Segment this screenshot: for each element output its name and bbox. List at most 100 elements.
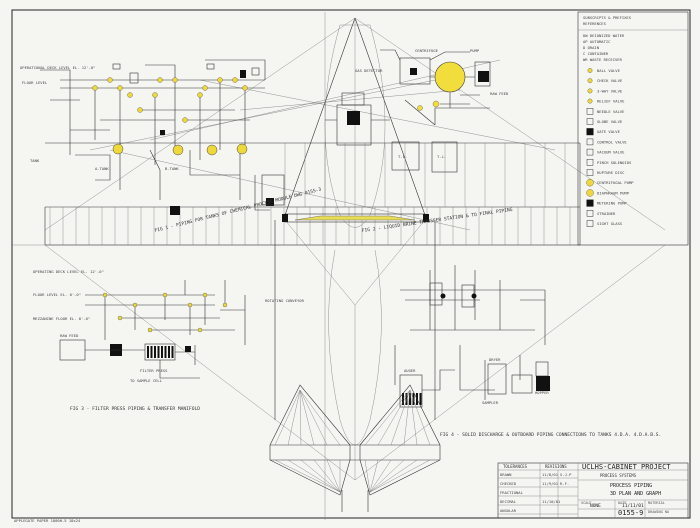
legend-intro-line: C CONTAINER	[583, 51, 609, 56]
auger-plate	[412, 393, 415, 405]
sampler-block	[347, 111, 360, 125]
fig3-piping	[59, 280, 246, 379]
raw-feed-label-2: RAW FEED	[60, 333, 79, 338]
valve-icon	[202, 85, 208, 91]
title-row-key: CHECKED	[500, 481, 517, 486]
valve-icon	[172, 77, 178, 83]
filter-plate	[154, 346, 156, 358]
title-row-date: 11/10/01	[542, 499, 561, 504]
legend-item: CONTROL VALVE	[586, 138, 627, 146]
pump-icon	[236, 143, 248, 155]
legend-intro-line: DW DEIONIZED WATER	[583, 33, 625, 38]
gas-detector-label: GAS DETECTOR	[355, 68, 383, 73]
valve-symbol-icon	[587, 78, 593, 84]
auger-plate	[409, 393, 411, 405]
auger-box	[399, 374, 423, 408]
hopper-block	[536, 376, 550, 391]
legend-item-label: VACUUM VALVE	[597, 150, 625, 155]
legend-item-label: CONTROL VALVE	[597, 139, 627, 144]
fig1-piping	[40, 59, 285, 211]
fig3-caption: FIG 3 - FILTER PRESS PIPING & TRANSFER M…	[70, 406, 200, 412]
valve-outline-icon	[586, 210, 594, 217]
legend-item-label: NEEDLE VALVE	[597, 109, 625, 114]
legend-item: CENTRIFUGAL PUMP	[586, 178, 634, 187]
legend-heading: SUBSCRIPTS & PREFIXES	[583, 15, 632, 20]
block-symbol-icon	[586, 128, 594, 136]
valve-icon	[232, 77, 238, 83]
legend-item-label: GLOBE VALVE	[597, 119, 623, 124]
filter-press-body	[144, 343, 176, 361]
legend-item-label: DIAPHRAGM PUMP	[597, 190, 630, 195]
centrifuge-label: CENTRIFUGE	[415, 48, 439, 53]
valve-icon	[242, 85, 248, 91]
legend-intro-line: WR WASTE RECEIVER	[583, 57, 623, 62]
legend-item: NEEDLE VALVE	[586, 108, 625, 115]
floor-level-label-2: FLOOR LEVEL EL. 0'-0"	[33, 292, 81, 297]
tank-b-label: B-TANK	[165, 166, 179, 171]
filter-plate	[168, 346, 170, 358]
valve-icon	[217, 77, 223, 83]
pump-label-top: PUMP	[470, 48, 480, 53]
filter-press-label: FILTER PRESS	[140, 368, 168, 373]
valve-icon	[197, 92, 203, 98]
operating-deck-label: OPERATIONAL DECK LEVEL EL. 12'-0"	[20, 65, 95, 70]
legend-item-label: 3-WAY VALVE	[597, 88, 623, 93]
pump-icon	[172, 144, 184, 156]
support-block-left	[282, 214, 288, 222]
legend-item-label: RUPTURE DISC	[597, 170, 624, 175]
legend-item: VACUUM VALVE	[586, 148, 625, 156]
fig4-right-piping: AUGER DRYER HOPPER SAMPLER	[394, 265, 550, 408]
valve-icon	[187, 302, 193, 308]
drain-block	[266, 198, 274, 206]
discharge-hoppers	[269, 384, 441, 512]
operating-deck-label-2: OPERATING DECK LEVEL EL. 12'-0"	[33, 269, 104, 274]
legend-item-label: RELIEF VALVE	[597, 99, 625, 104]
valve-icon	[117, 85, 123, 91]
legend-intro-line: AP AUTOMATIC	[583, 39, 610, 44]
valve-symbol-icon	[587, 88, 593, 94]
legend-item-label: SIGHT GLASS	[597, 221, 623, 226]
valve-icon	[137, 107, 143, 113]
tank-t2	[431, 141, 458, 173]
valve-icon	[132, 302, 138, 308]
fig1-filter	[261, 174, 285, 206]
title-row-value: S.J.P	[560, 472, 572, 477]
tank-t2-label: T.L.	[437, 154, 446, 159]
tank-band: T.L. T.L.	[44, 141, 581, 246]
pump-symbol-icon	[586, 178, 594, 187]
dryer-label: DRYER	[489, 357, 501, 362]
auger-plate	[405, 393, 408, 405]
sheet-border	[11, 9, 691, 519]
legend-item-label: CENTRIFUGAL PUMP	[597, 180, 634, 185]
filter-plate	[150, 346, 153, 358]
valve-symbol-icon	[587, 98, 593, 104]
floor-level-label: FLOOR LEVEL	[22, 80, 48, 85]
legend-item: METERING PUMP	[586, 199, 627, 207]
legend-item-label: PINCH SOLENOIDS	[597, 160, 632, 165]
legend-intro-line: D DRAIN	[583, 45, 600, 50]
valve-icon	[117, 315, 123, 321]
filter-plate	[161, 346, 163, 358]
valve-icon	[147, 327, 153, 333]
tank-label: TANK	[30, 158, 40, 163]
support-block-right	[423, 214, 429, 222]
legend-item: CHECK VALVE	[587, 78, 623, 84]
raw-feed-label: RAW FEED	[490, 91, 509, 96]
to-sample-label: TO SAMPLE CELL	[130, 378, 163, 383]
valve-outline-icon	[586, 169, 594, 176]
title-row-key: FRACTIONAL	[500, 490, 524, 495]
legend-item: GATE VALVE	[586, 128, 621, 136]
sampler-label: SAMPLER	[482, 400, 499, 405]
tank-t1	[391, 141, 420, 171]
legend-item: PINCH SOLENOIDS	[586, 159, 632, 166]
title-row-date: 11/9/01	[542, 481, 559, 486]
filter-plate	[147, 346, 149, 358]
paper-note: APPLEGATE PAPER 1000H-5 18x24	[14, 518, 81, 523]
valve-icon	[197, 327, 203, 333]
legend-item: GLOBE VALVE	[586, 118, 623, 125]
tank-a-label: A-TANK	[95, 166, 109, 171]
